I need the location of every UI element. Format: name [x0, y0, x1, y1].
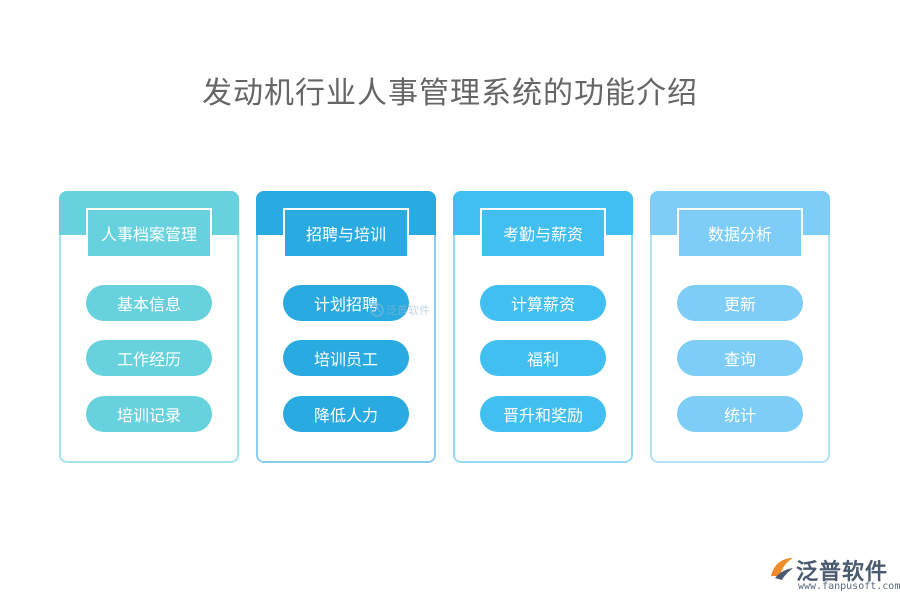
card-attendance-salary: 考勤与薪资 计算薪资 福利 晋升和奖励 — [453, 191, 633, 463]
feature-pill: 培训记录 — [86, 396, 212, 432]
feature-pill: 培训员工 — [283, 340, 409, 376]
feature-pill: 工作经历 — [86, 340, 212, 376]
card-header: 考勤与薪资 — [480, 208, 606, 258]
card-header: 招聘与培训 — [283, 208, 409, 258]
page-title: 发动机行业人事管理系统的功能介绍 — [202, 76, 698, 111]
card-header: 数据分析 — [677, 208, 803, 258]
feature-pill: 计划招聘 — [283, 285, 409, 321]
feature-pill: 更新 — [677, 285, 803, 321]
card-personnel-files: 人事档案管理 基本信息 工作经历 培训记录 — [59, 191, 239, 463]
watermark: 泛普软件 — [370, 302, 430, 318]
logo-brand-text: 泛普软件 — [796, 560, 889, 585]
logo-mark-icon — [370, 303, 384, 317]
card-data-analysis: 数据分析 更新 查询 统计 — [650, 191, 830, 463]
brand-logo: 泛普软件 www.fanpusoft.com — [768, 554, 900, 594]
feature-pill: 查询 — [677, 340, 803, 376]
watermark-text: 泛普软件 — [386, 304, 430, 317]
feature-pill: 基本信息 — [86, 285, 212, 321]
logo-mark-icon — [771, 558, 793, 580]
feature-pill: 降低人力 — [283, 396, 409, 432]
card-recruit-training: 招聘与培训 计划招聘 培训员工 降低人力 — [256, 191, 436, 463]
feature-pill: 晋升和奖励 — [480, 396, 606, 432]
logo-url-text: www.fanpusoft.com — [798, 581, 900, 592]
feature-pill: 计算薪资 — [480, 285, 606, 321]
feature-pill: 统计 — [677, 396, 803, 432]
feature-pill: 福利 — [480, 340, 606, 376]
card-header: 人事档案管理 — [86, 208, 212, 258]
